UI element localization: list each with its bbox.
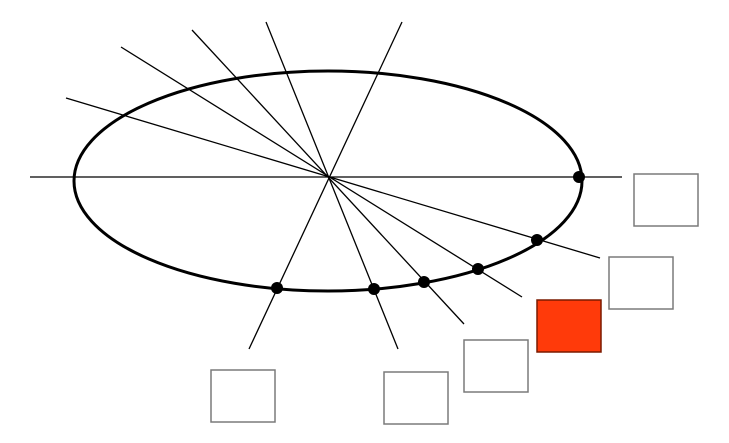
intersection-dot bbox=[573, 171, 585, 183]
ray-mid-shallow bbox=[120, 46, 523, 298]
ray-steep-left bbox=[248, 21, 403, 350]
intersection-dot bbox=[368, 283, 380, 295]
box-group bbox=[210, 173, 699, 425]
intersection-dot bbox=[531, 234, 543, 246]
box bbox=[210, 369, 276, 423]
intersection-dot bbox=[418, 276, 430, 288]
intersection-points bbox=[271, 171, 585, 295]
ray-shallow bbox=[65, 97, 601, 259]
intersection-dot bbox=[271, 282, 283, 294]
highlighted-box bbox=[536, 299, 602, 353]
box bbox=[633, 173, 699, 227]
box bbox=[608, 256, 674, 310]
box bbox=[383, 371, 449, 425]
intersection-dot bbox=[472, 263, 484, 275]
box bbox=[463, 339, 529, 393]
